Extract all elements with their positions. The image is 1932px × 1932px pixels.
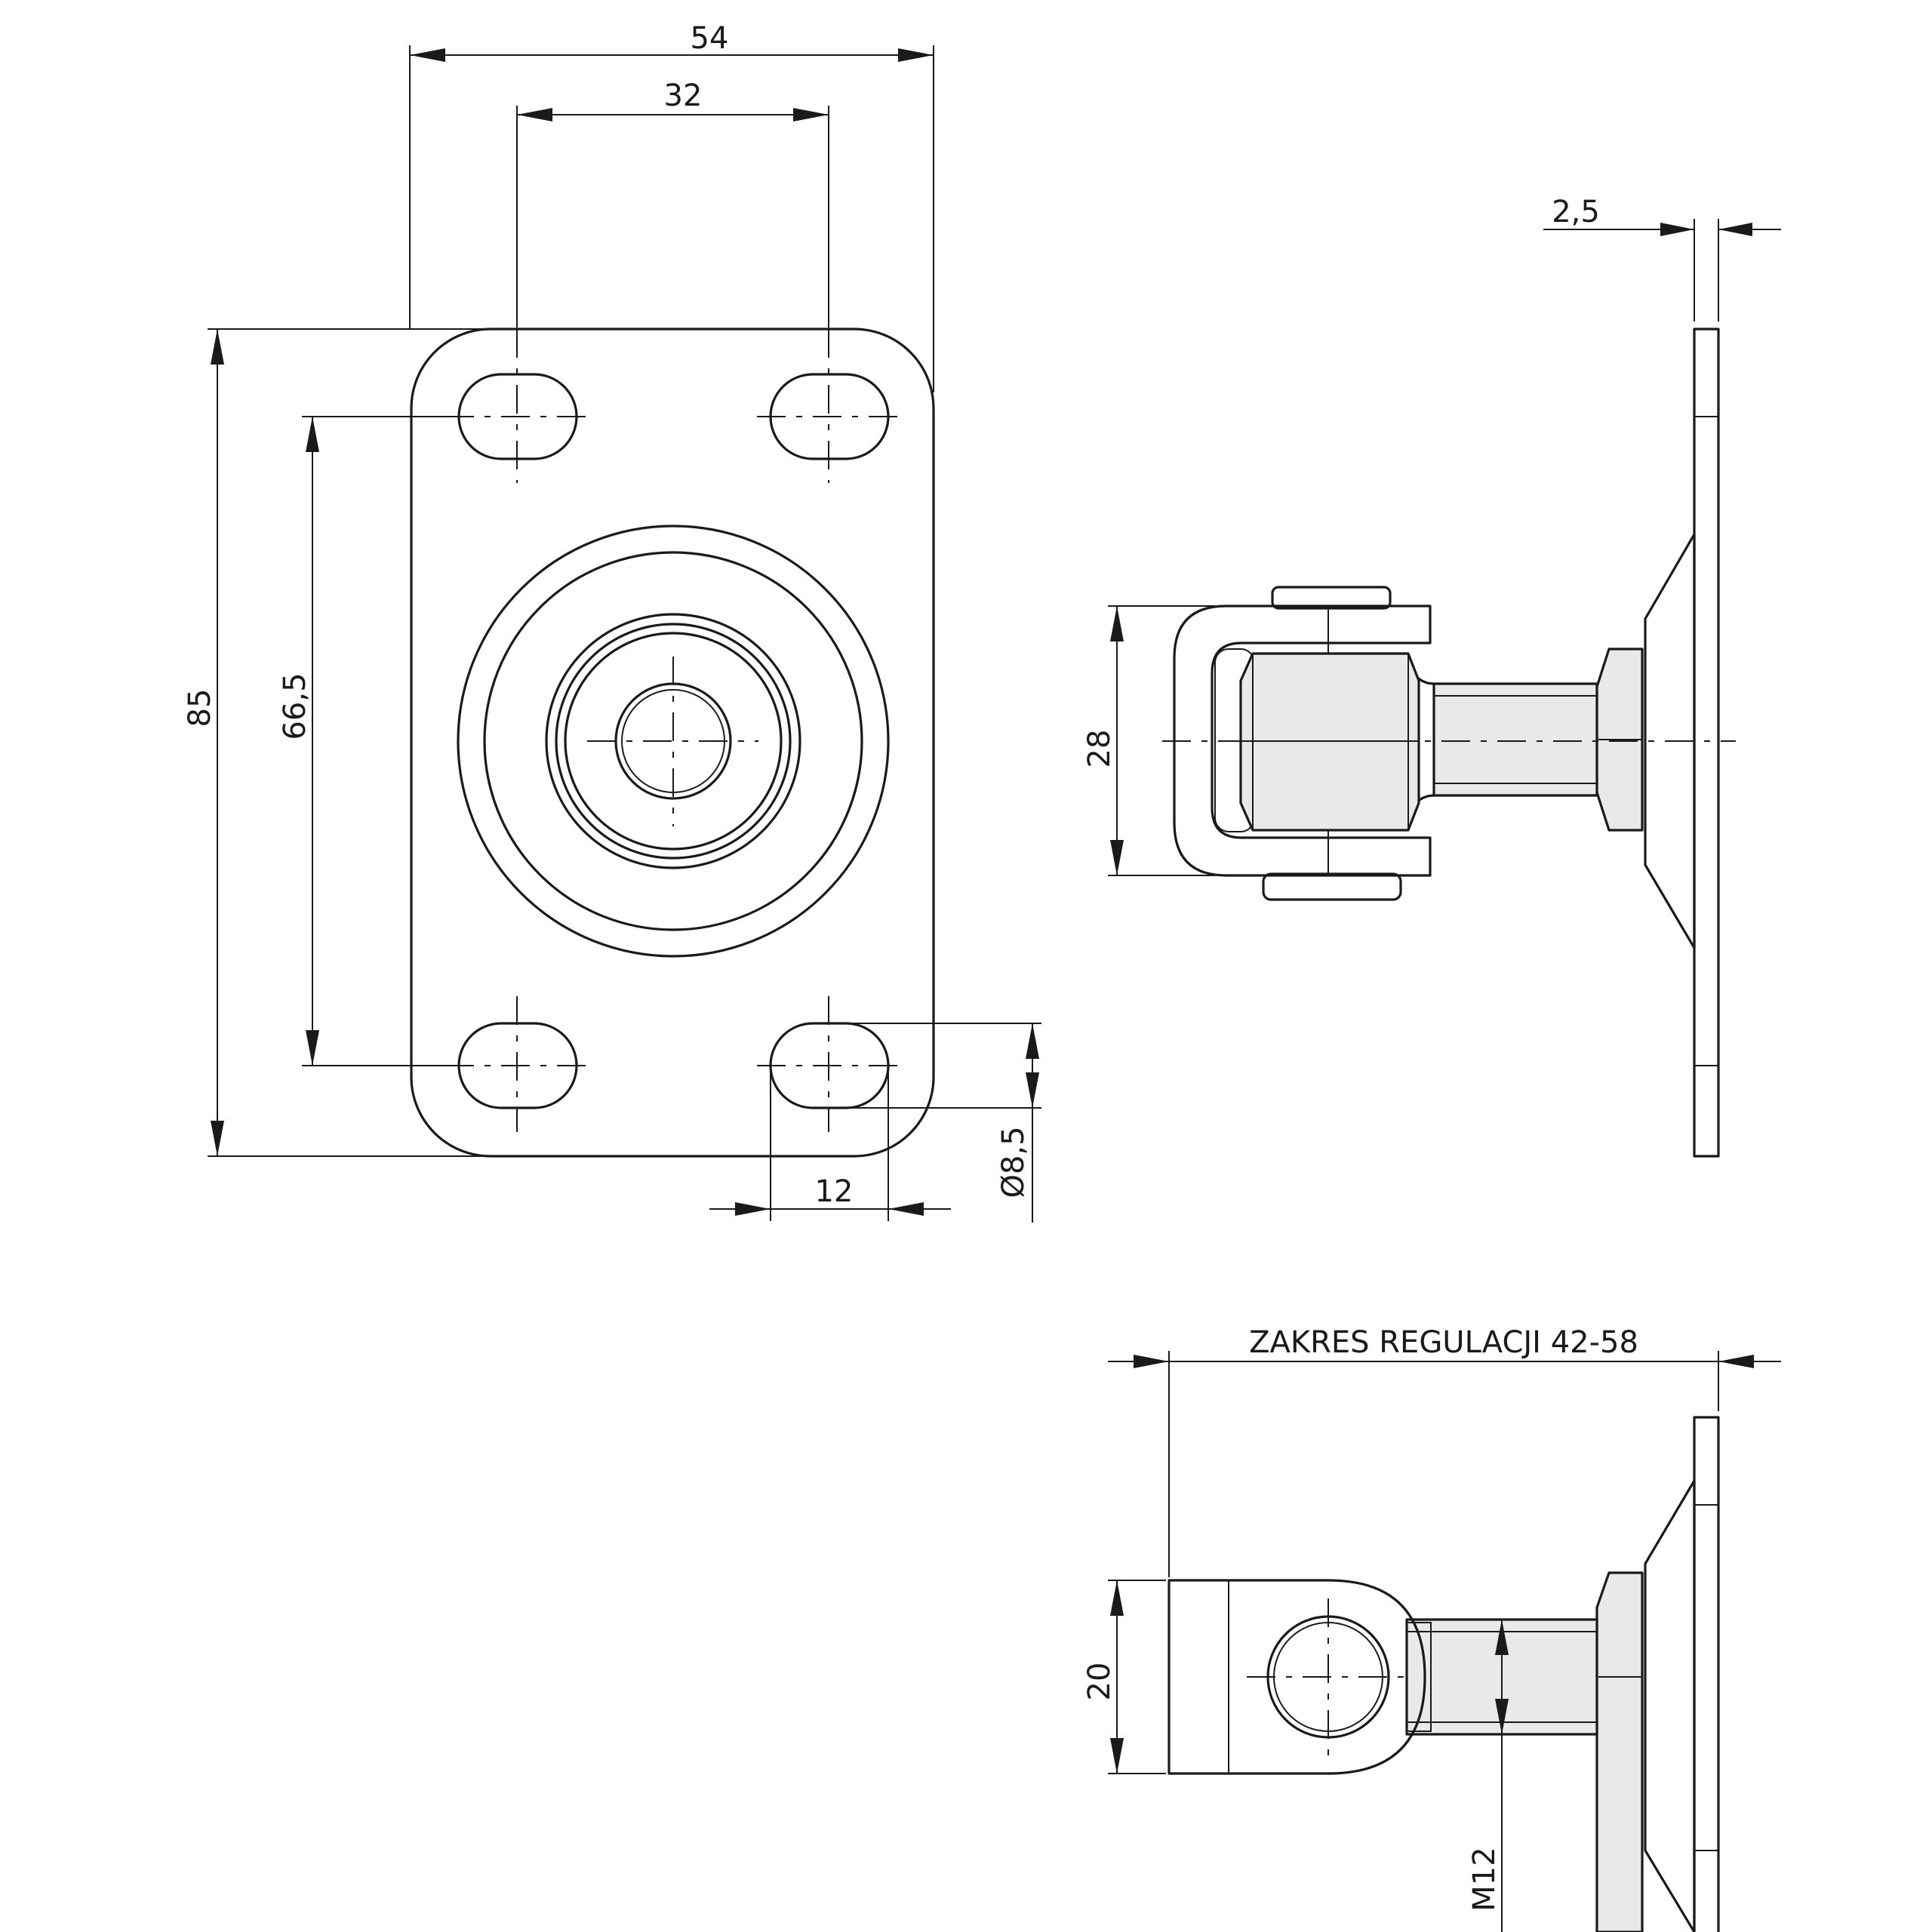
dim-label-66-5: 66,5 (278, 672, 312, 740)
diameter-symbol: Ø (996, 1174, 1031, 1198)
bearing-outer (545, 613, 801, 869)
slot-center-marks (445, 329, 900, 1132)
dimension-hinge-height: 28 (1082, 605, 1215, 876)
dim-label-2-5: 2,5 (1552, 195, 1600, 229)
dimension-hole-spacing-y: 66,5 (278, 416, 445, 1066)
dim-label-85: 85 (183, 689, 217, 728)
dimension-adjustment-range: ZAKRES REGULACJI 42-58 (1108, 1325, 1781, 1577)
side-threaded-rod (1432, 682, 1598, 797)
dim-label-8-5: Ø8,5 (996, 1126, 1031, 1198)
dim-label-28: 28 (1082, 730, 1117, 768)
bearing-inner (564, 632, 783, 851)
diameter-value: 8,5 (996, 1126, 1031, 1174)
dimension-hole-spacing-x: 32 (516, 78, 829, 329)
top-rod-collar (1406, 1622, 1432, 1732)
side-pin-bottom (1262, 872, 1402, 901)
top-plate (1693, 1416, 1720, 1932)
dimension-plate-thickness: 2,5 (1543, 195, 1781, 321)
side-plate (1693, 328, 1720, 1158)
dimension-plate-height: 85 (183, 328, 483, 1157)
top-cone-boss (1644, 1479, 1696, 1932)
top-view: ZAKRES REGULACJI 42-58 20 M12 (1082, 1325, 1781, 1932)
side-cone-boss (1644, 533, 1696, 949)
front-view: 54 32 85 66,5 (183, 21, 1041, 1223)
dimension-slot-length: 12 (709, 1066, 951, 1221)
bearing-ring (555, 623, 792, 860)
top-eye-body (1168, 1579, 1426, 1775)
side-bracket (1173, 605, 1432, 877)
dim-label-m12: M12 (1467, 1847, 1502, 1911)
boss-ring (483, 551, 863, 931)
top-hex-nut (1595, 1571, 1644, 1932)
dimension-thread: M12 (1467, 1620, 1509, 1932)
dim-label-32: 32 (664, 78, 703, 113)
side-pin-top (1271, 586, 1392, 610)
boss-outer-ring (457, 525, 890, 958)
dim-label-12: 12 (815, 1174, 854, 1209)
dimension-plate-width: 54 (409, 21, 934, 392)
dimension-hole-diameter: Ø8,5 (829, 1023, 1041, 1223)
side-view: 2,5 28 (1082, 195, 1781, 1158)
dim-label-adjustment-range: ZAKRES REGULACJI 42-58 (1249, 1325, 1638, 1360)
dim-label-20: 20 (1082, 1663, 1117, 1701)
dim-label-54: 54 (691, 21, 729, 56)
dimension-eye-height: 20 (1082, 1580, 1166, 1774)
mounting-plate-outline (410, 328, 935, 1158)
